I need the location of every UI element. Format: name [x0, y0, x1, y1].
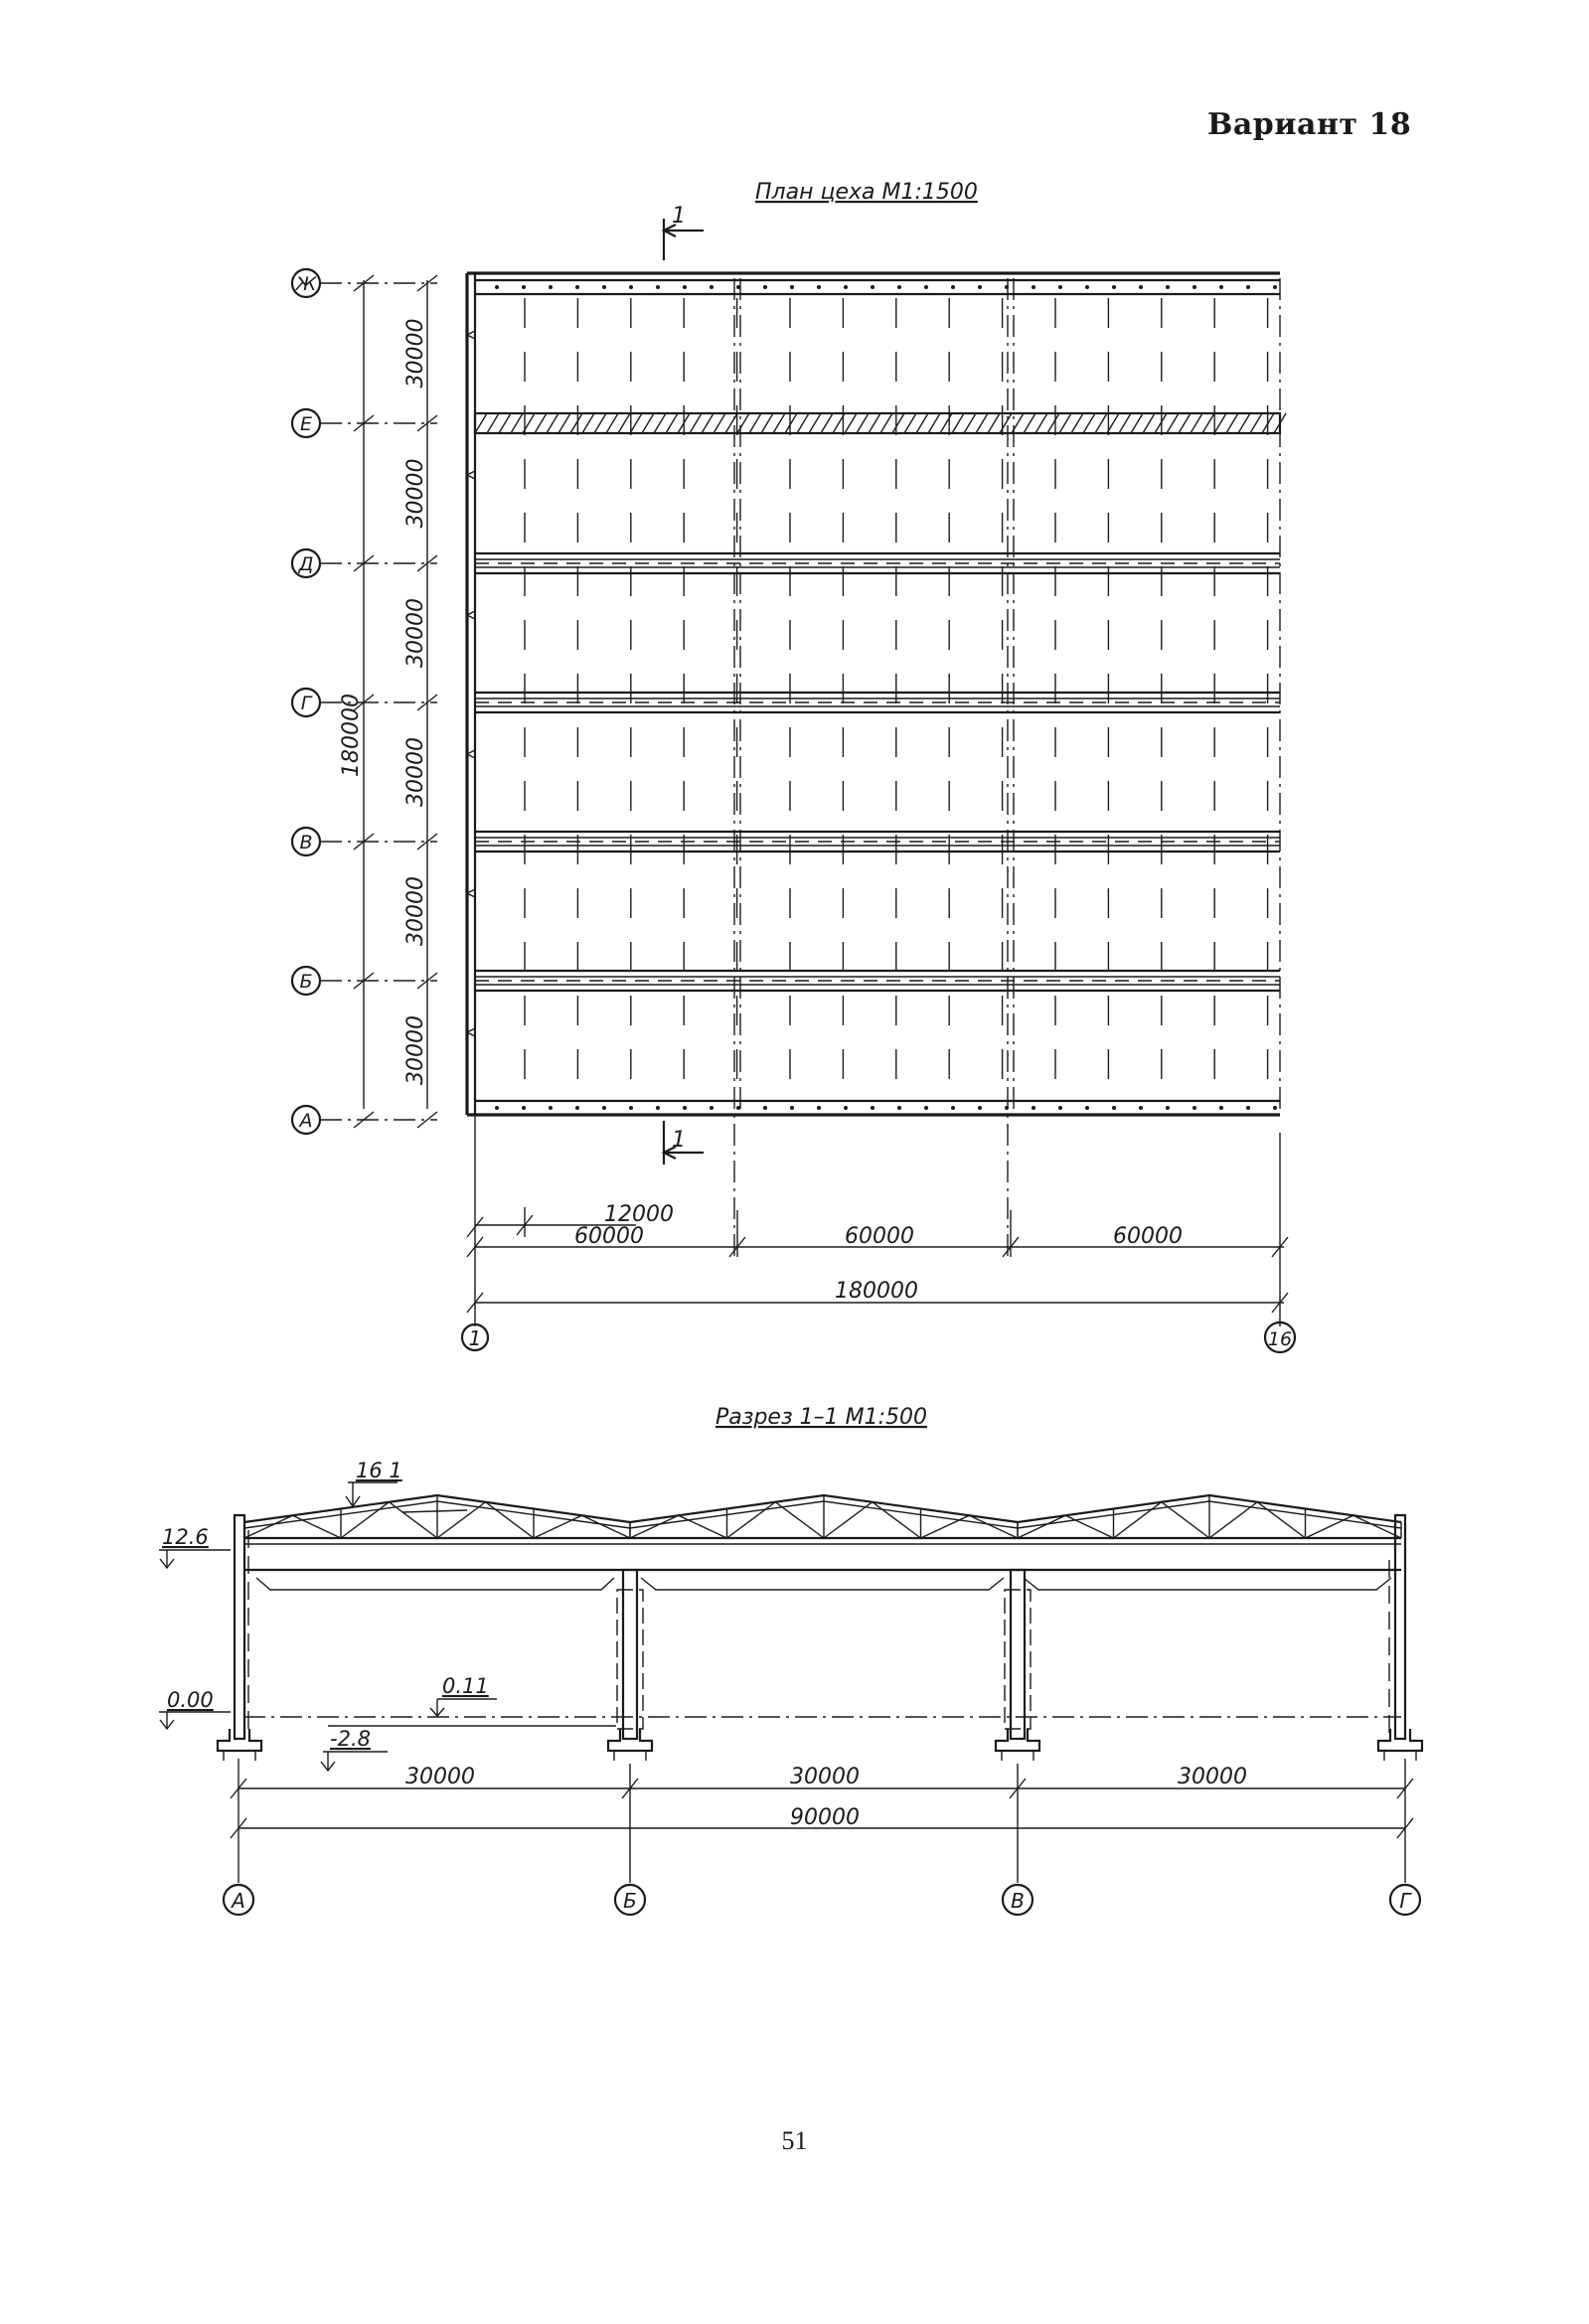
section-columns: [233, 1513, 1407, 1741]
section-axis-label-1: Б: [623, 1889, 637, 1913]
plan-total-height-dim: 180000: [339, 694, 364, 777]
axis-label-row-1: Е: [300, 413, 312, 435]
section-mark-top: 1: [661, 204, 704, 260]
plan-skylight-band: [475, 830, 1280, 853]
axis-label-col-16: 16: [1268, 1328, 1292, 1350]
section-axis-bubble-2: [1001, 1883, 1034, 1917]
foundation-b: [606, 1729, 654, 1761]
foundation-d: [1376, 1729, 1424, 1761]
elevation-foundation: -2.8: [330, 1727, 371, 1751]
section-span-dim-1: 30000: [405, 1765, 475, 1789]
elevation-zero: 0.00: [167, 1688, 214, 1712]
axis-label-col-1: 1: [469, 1326, 482, 1350]
plan-bay-dim-1: 60000: [574, 1224, 644, 1249]
axis-bubble-col-16: [1263, 1320, 1297, 1354]
axis-label-row-4: В: [299, 832, 312, 853]
section-span-dim-3: 30000: [1178, 1765, 1247, 1789]
section-axis-label-2: В: [1011, 1889, 1025, 1913]
foundation-a: [216, 1729, 263, 1761]
elevation-floor: 0.11: [442, 1674, 489, 1698]
variant-title: Вариант 18: [1207, 107, 1412, 142]
plan-skylight-band: [473, 411, 1287, 435]
plan-row-span-dim-0: 30000: [403, 319, 428, 388]
section-drawing: Разрез 1–1 М1:500: [159, 1405, 1424, 1917]
plan-row-span-dim-5: 30000: [403, 1015, 428, 1085]
section-mark-top-label: 1: [672, 204, 686, 229]
section-axis-bubble-1: [613, 1883, 647, 1917]
elevation-roof: 12.6: [162, 1525, 209, 1549]
roof-label: 16 1: [356, 1459, 402, 1482]
plan-bay-dim-2: 60000: [845, 1224, 914, 1249]
section-axis-label-3: Г: [1399, 1889, 1412, 1913]
foundation-c: [994, 1729, 1041, 1761]
plan-wall-band: [475, 278, 1280, 296]
plan-horizontal-dims: 12000 60000 60000 60000 180000 1 16: [460, 1115, 1297, 1354]
axis-label-row-5: Б: [299, 971, 312, 993]
plan-row-span-dim-3: 30000: [403, 737, 428, 807]
page-number: 51: [781, 2126, 808, 2155]
plan-step-dim: 12000: [604, 1202, 674, 1227]
plan-drawing: План цеха М1:1500 1 1 Ж Е Д Г В Б А 30000 30000…: [290, 180, 1297, 1354]
section-axis-bubble-0: [222, 1883, 255, 1917]
plan-total-width-dim: 180000: [835, 1279, 918, 1304]
plan-row-span-dim-1: 30000: [403, 459, 428, 529]
elevation-marks: 12.6 0.00 -2.8 0.11 16 1: [159, 1459, 497, 1773]
section-mark-bottom-label: 1: [672, 1128, 686, 1153]
roof-lantern: [401, 1509, 468, 1513]
plan-skylight-band: [475, 551, 1280, 575]
plan-title: План цеха М1:1500: [755, 180, 978, 205]
axis-label-row-6: А: [298, 1110, 313, 1132]
axis-label-row-3: Г: [301, 693, 313, 714]
plan-skylight-band: [475, 969, 1280, 993]
plan-row-span-dim-4: 30000: [403, 876, 428, 946]
section-axis-bubble-3: [1388, 1883, 1422, 1917]
axis-label-row-2: Д: [298, 553, 314, 575]
plan-row-span-dim-2: 30000: [403, 598, 428, 668]
crane-beams: [243, 1568, 1401, 1591]
section-total-dim: 90000: [790, 1805, 860, 1830]
plan-skylight-band: [475, 691, 1280, 714]
plan-wall-band: [475, 1099, 1280, 1117]
truss-span-1: [243, 1493, 631, 1545]
axis-label-row-0: Ж: [295, 273, 318, 295]
section-mark-bottom: 1: [661, 1121, 704, 1164]
section-axis-label-0: А: [230, 1889, 245, 1913]
section-span-dim-2: 30000: [790, 1765, 860, 1789]
section-title: Разрез 1–1 М1:500: [715, 1405, 927, 1430]
section-dims: 30000 30000 30000 90000: [230, 1759, 1414, 1868]
truss-span-3: [1017, 1493, 1402, 1545]
truss-span-2: [629, 1493, 1019, 1545]
axis-bubble-col-1: [460, 1322, 490, 1352]
plan-bay-dim-3: 60000: [1113, 1224, 1183, 1249]
